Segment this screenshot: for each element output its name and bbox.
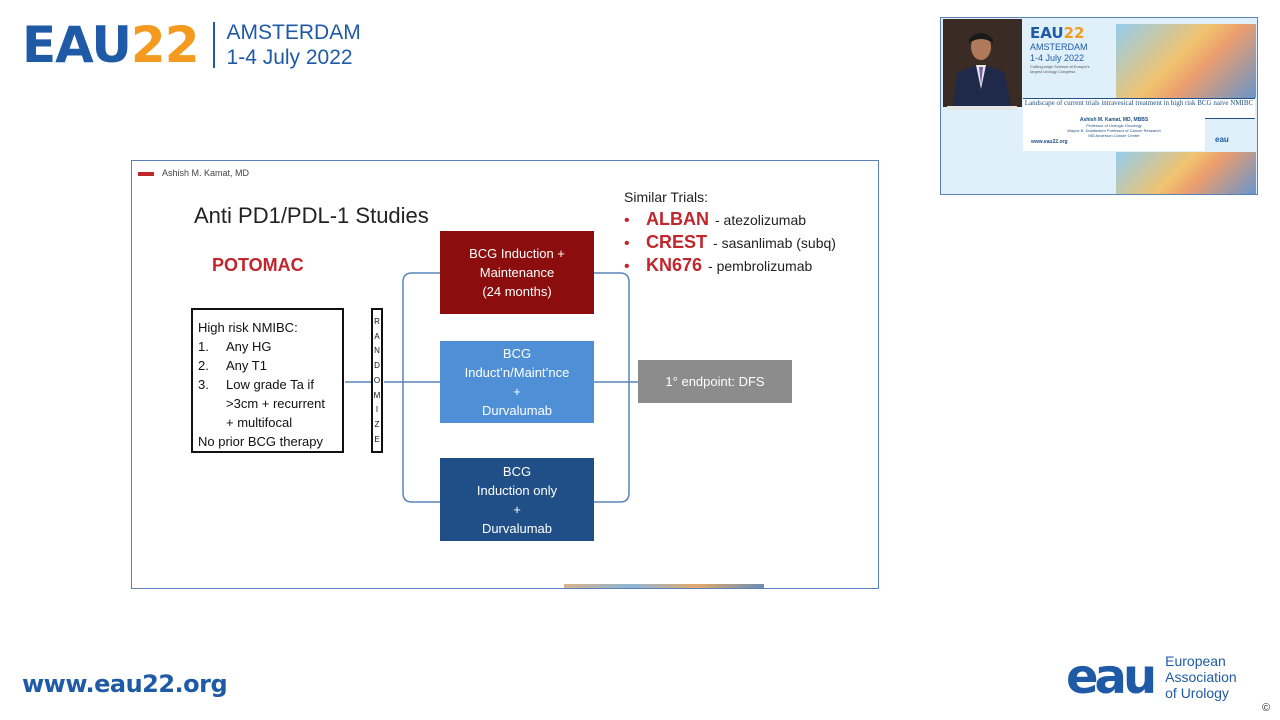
video-tagline: Cutting-edge Science at Europe's largest… (1030, 64, 1090, 74)
randomize-letter: M (373, 390, 381, 400)
presentation-slide: Ashish M. Kamat, MD Anti PD1/PDL-1 Studi… (131, 160, 879, 589)
copyright-symbol: © (1262, 702, 1271, 714)
criteria-continuation: + multifocal (226, 415, 293, 430)
slide-title: Anti PD1/PDL-1 Studies (194, 203, 429, 228)
logo-place: AMSTERDAM 1-4 July 2022 (227, 20, 361, 70)
randomize-letter: A (374, 331, 380, 341)
similar-trial-drug: - sasanlimab (subq) (713, 235, 836, 251)
logo-separator (212, 22, 215, 68)
arm-line: BCG (502, 463, 532, 479)
criteria-heading: High risk NMIBC: (198, 320, 298, 335)
criteria-footer: No prior BCG therapy (198, 434, 323, 449)
similar-trial-item: • KN676 - pembrolizumab (624, 255, 836, 276)
video-url: www.eau22.org (1031, 139, 1068, 145)
bullet-icon: • (624, 258, 630, 275)
arm-line: + (513, 501, 521, 517)
similar-trials: Similar Trials: • ALBAN - atezolizumab •… (624, 189, 836, 278)
eau-organisation-logo: eau European Association of Urology (1066, 653, 1237, 701)
author-accent-bar (138, 172, 154, 176)
arm-line: Induct’n/Maint’nce (464, 365, 570, 380)
eau-logo-words: European Association of Urology (1165, 653, 1237, 701)
randomize-letter: D (374, 361, 380, 371)
criteria-item: 3.Low grade Ta if (198, 377, 314, 392)
logo-location: AMSTERDAM (226, 21, 361, 44)
speaker-image (943, 19, 1022, 107)
similar-trials-heading: Similar Trials: (624, 189, 709, 205)
slide-author: Ashish M. Kamat, MD (162, 168, 250, 178)
criteria-item: 2.Any T1 (198, 358, 267, 373)
similar-trial-drug: - pembrolizumab (708, 258, 813, 274)
arm-line: Durvalumab (481, 520, 553, 536)
arm-line: BCG (502, 346, 532, 361)
randomize-letter: R (374, 316, 380, 326)
arm-line: + (513, 384, 521, 399)
video-dates: 1-4 July 2022 (1030, 53, 1085, 63)
speaker-video[interactable]: EAU22 AMSTERDAM 1-4 July 2022 Cutting-ed… (940, 17, 1258, 195)
arm-line: Induction only (476, 482, 558, 498)
arm-bcg-induction-maintenance: BCG Induction + Maintenance (24 months) (440, 231, 594, 314)
similar-trial-name: KN676 (646, 255, 703, 275)
inclusion-criteria-box: High risk NMIBC: 1.Any HG 2.Any T1 3.Low… (191, 308, 344, 453)
randomize-letter: I (375, 405, 379, 415)
randomize-letter: N (374, 346, 380, 356)
eau-logo-mark: eau (1066, 649, 1157, 705)
randomize-letter: E (374, 435, 380, 444)
arm-bcg-induction-only-durvalumab: BCG Induction only + Durvalumab (440, 458, 594, 541)
bullet-icon: • (624, 212, 630, 229)
speaker-caption-bar (947, 106, 1017, 110)
similar-trial-item: • ALBAN - atezolizumab (624, 209, 836, 230)
presenter-role: Wayne B. Duddlesten Professor of Cancer … (1067, 128, 1161, 133)
arm-line: (24 months) (482, 284, 552, 299)
criteria-item: 1.Any HG (198, 339, 272, 354)
presenter-block: Ashish M. Kamat, MD, MBBS Professor of U… (1023, 118, 1205, 151)
primary-endpoint-box: 1° endpoint: DFS (638, 360, 792, 403)
city-illustration (1116, 152, 1256, 194)
randomize-box: R A N D O M I Z E (371, 308, 383, 453)
bullet-icon: • (624, 235, 630, 252)
logo-year-text: 22 (130, 16, 200, 74)
arm-line: BCG Induction + (469, 246, 565, 261)
flow-connectors (345, 272, 638, 503)
similar-trial-item: • CREST - sasanlimab (subq) (624, 232, 836, 253)
logo-eau-text: EAU (22, 16, 132, 74)
talk-title: Landscape of current trials intravesical… (1023, 98, 1255, 119)
presenter-role: MD Anderson Cancer Center (1088, 133, 1140, 138)
logo-dates: 1-4 July 2022 (226, 46, 353, 69)
video-eau-logo: eau (1215, 135, 1229, 144)
criteria-continuation: >3cm + recurrent (226, 396, 325, 411)
speaker-silhouette-icon (943, 19, 1022, 107)
city-illustration (1116, 24, 1256, 98)
presenter-role: Professor of Urologic Oncology (1086, 123, 1142, 128)
randomize-letter: Z (374, 420, 380, 430)
video-city: AMSTERDAM (1030, 42, 1088, 52)
trial-name: POTOMAC (212, 255, 304, 275)
similar-trial-name: ALBAN (646, 209, 709, 229)
arm-line: Maintenance (479, 265, 555, 280)
footer-website-link[interactable]: www.eau22.org (22, 670, 228, 698)
eau22-logo: EAU 22 AMSTERDAM 1-4 July 2022 (22, 16, 361, 74)
similar-trial-name: CREST (646, 232, 708, 252)
video-brand: EAU22 AMSTERDAM 1-4 July 2022 Cutting-ed… (1030, 24, 1100, 74)
similar-trial-drug: - atezolizumab (715, 212, 807, 228)
video-brand-logo: EAU22 (1030, 24, 1085, 42)
slide-bottom-strip (564, 584, 764, 588)
arm-line: Durvalumab (481, 403, 553, 418)
arm-bcg-durvalumab: BCG Induct’n/Maint’nce + Durvalumab (440, 341, 594, 423)
presenter-name: Ashish M. Kamat, MD, MBBS (1079, 117, 1149, 123)
randomize-letter: O (373, 375, 381, 385)
